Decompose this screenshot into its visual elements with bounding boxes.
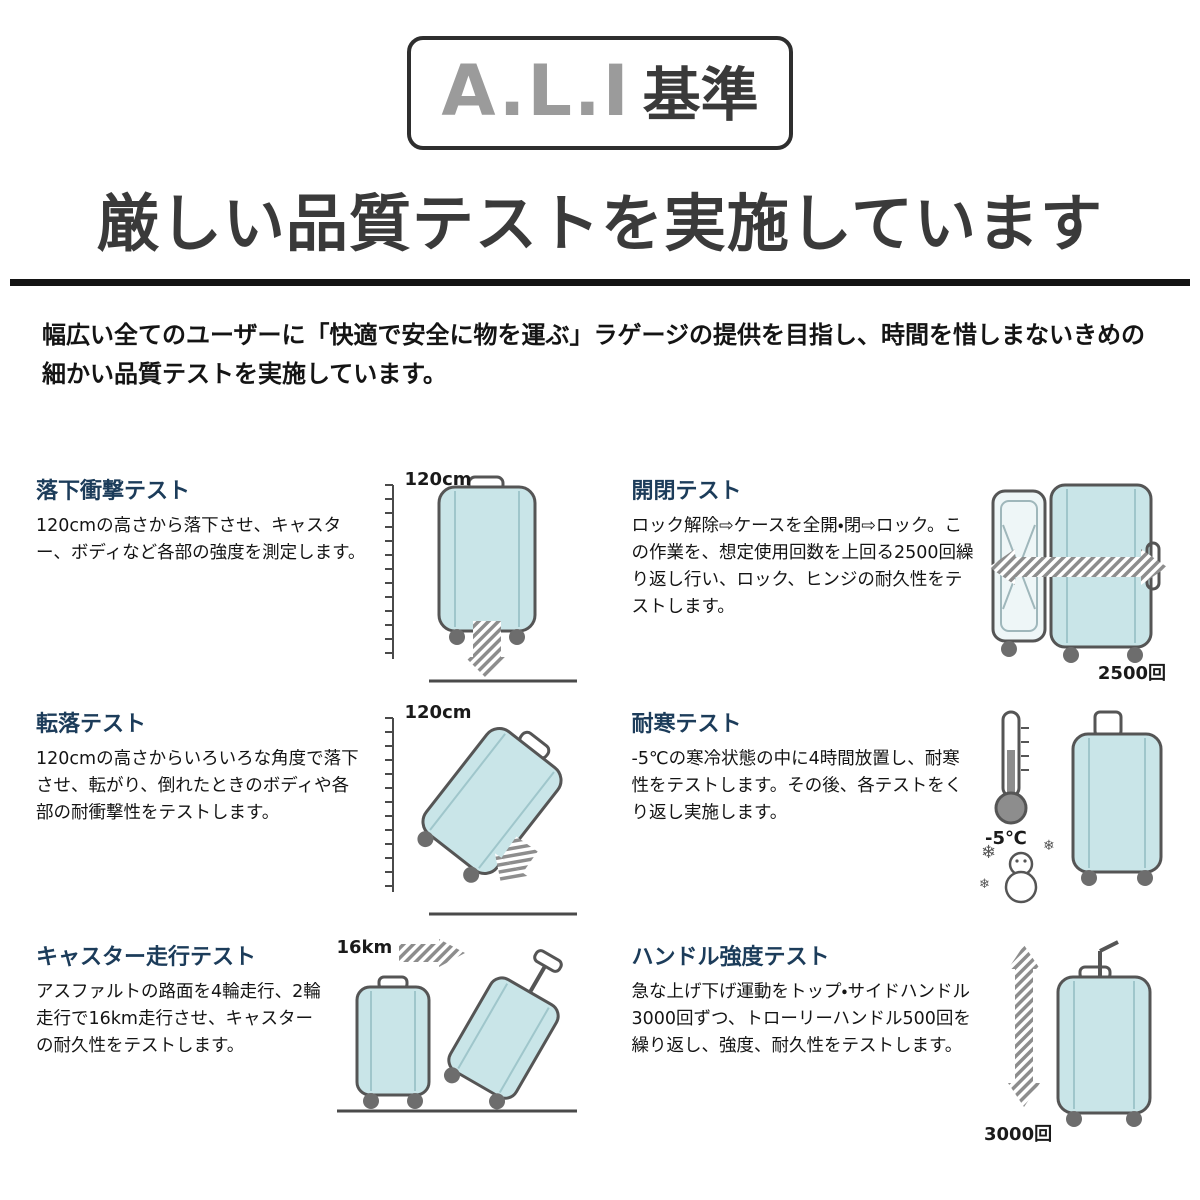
test-section-cold: 耐寒テスト -5℃の寒冷状態の中に4時間放置し、耐寒性をテストします。その後、各… [632, 706, 1173, 921]
test-grid: 落下衝撃テスト 120cmの高さから落下させ、キャスター、ボディなど各部の強度を… [0, 393, 1200, 1154]
test-section-drop: 落下衝撃テスト 120cmの高さから落下させ、キャスター、ボディなど各部の強度を… [36, 469, 577, 688]
suitcase-drop-icon [384, 475, 577, 683]
test-title: 転落テスト [36, 712, 147, 738]
metric-label: 120cm [404, 702, 472, 724]
test-section-open-close: 開閉テスト ロック解除⇨ケースを全開・閉⇨ロック。この作業を、想定使用回数を上回… [632, 473, 1173, 688]
metric-label: 16km [336, 937, 393, 959]
test-body: 120cmの高さからいろいろな角度で落下させ、転がり、倒れたときのボディや各部の… [36, 749, 359, 824]
cold-test-illustration: ❄ ❄ ❄ -5℃ [977, 706, 1172, 921]
handle-test-illustration: 3000回 [982, 939, 1172, 1154]
svg-text:❄: ❄ [981, 842, 996, 863]
test-body: アスファルトの路面を4輪走行、2輪走行で16km走行させ、キャスターの耐久性をテ… [36, 982, 321, 1057]
test-title: 耐寒テスト [631, 712, 742, 738]
suitcase-open-icon [989, 483, 1167, 664]
tumble-test-illustration: 120cm [377, 702, 577, 921]
test-title: ハンドル強度テスト [631, 945, 830, 971]
brand-text: A.L.I [441, 50, 631, 132]
suitcase-handle-arrows-icon [1008, 940, 1152, 1128]
ali-standard-badge: A.L.I 基準 [407, 36, 793, 150]
test-title: 開閉テスト [631, 479, 742, 505]
metric-label: 3000回 [984, 1124, 1053, 1146]
suitcase-rolling-icon [336, 939, 577, 1113]
caster-test-illustration: 16km [336, 937, 577, 1154]
thermometer-snowman-suitcase-icon: ❄ ❄ ❄ [979, 710, 1163, 904]
svg-text:❄: ❄ [1043, 838, 1055, 854]
metric-label: -5℃ [985, 828, 1027, 850]
test-section-tumble: 転落テスト 120cmの高さからいろいろな角度で落下させ、転がり、倒れたときのボ… [36, 702, 577, 921]
suitcase-tumble-icon [384, 717, 577, 916]
metric-label: 2500回 [1097, 663, 1166, 685]
intro-text: 幅広い全てのユーザーに「快適で安全に物を運ぶ」ラゲージの提供を目指し、時間を惜し… [42, 321, 1146, 388]
test-body: ロック解除⇨ケースを全開・閉⇨ロック。この作業を、想定使用回数を上回る2500回… [631, 516, 974, 618]
title-divider [10, 279, 1190, 287]
test-title: 落下衝撃テスト [36, 479, 191, 505]
standard-text: 基準 [642, 61, 759, 129]
test-body: 急な上げ下げ運動をトップ・サイドハンドル3000回ずつ、トローリーハンドル500… [631, 982, 971, 1057]
test-section-caster: キャスター走行テスト アスファルトの路面を4輪走行、2輪走行で16km走行させ、… [36, 937, 577, 1154]
drop-test-illustration: 120cm [377, 469, 577, 688]
svg-text:❄: ❄ [979, 877, 990, 892]
test-title: キャスター走行テスト [36, 945, 257, 971]
open-close-test-illustration: 2500回 [987, 473, 1172, 685]
test-section-handle: ハンドル強度テスト 急な上げ下げ運動をトップ・サイドハンドル3000回ずつ、トロ… [632, 939, 1173, 1154]
test-body: 120cmの高さから落下させ、キャスター、ボディなど各部の強度を測定します。 [36, 516, 366, 564]
page-title: 厳しい品質テストを実施しています [96, 187, 1104, 260]
test-body: -5℃の寒冷状態の中に4時間放置し、耐寒性をテストします。その後、各テストをくり… [631, 749, 963, 824]
metric-label: 120cm [404, 469, 472, 491]
